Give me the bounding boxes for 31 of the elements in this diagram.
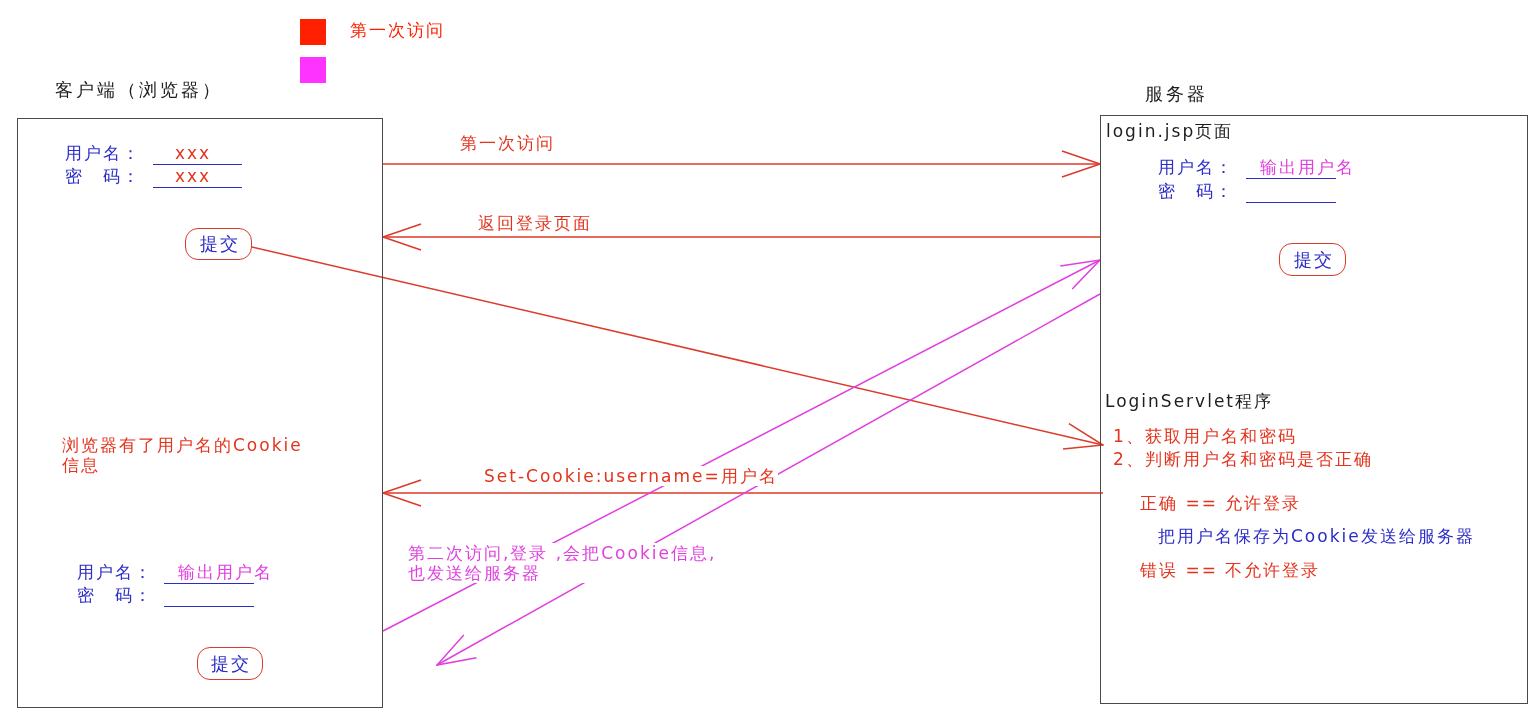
panel-heading: 服务器 — [1145, 84, 1208, 104]
step-text: 2、判断用户名和密码是否正确 — [1113, 449, 1373, 469]
field-value: xxx — [175, 143, 212, 163]
action-text: 把用户名保存为Cookie发送给服务器 — [1158, 526, 1475, 546]
arrow — [251, 246, 1104, 450]
field-label: 密 码： — [1158, 181, 1234, 201]
field-value: xxx — [175, 166, 212, 186]
edge-label: 返回登录页面 — [478, 213, 592, 233]
edge-label: Set-Cookie:username=用户名 — [484, 466, 778, 486]
field-label: 密 码： — [65, 166, 141, 186]
section-heading: LoginServlet程序 — [1105, 391, 1273, 411]
arrow — [382, 223, 1101, 251]
field-label: 用户名： — [77, 562, 153, 582]
edge-label: 第一次访问 — [460, 133, 555, 153]
field-label: 密 码： — [77, 585, 153, 605]
submit-button: 提交 — [185, 228, 252, 260]
step-text: 1、获取用户名和密码 — [1113, 426, 1297, 446]
submit-button: 提交 — [197, 647, 263, 680]
note-text: 浏览器有了用户名的Cookie信息 — [62, 435, 304, 475]
legend-label: 第一次访问 — [350, 20, 445, 40]
arrow — [382, 150, 1101, 178]
panel-heading: 客户端（浏览器） — [55, 80, 223, 100]
submit-button: 提交 — [1279, 243, 1346, 276]
field-value: 输出用户名 — [178, 562, 273, 582]
rule-text: 正确 == 允许登录 — [1140, 493, 1302, 513]
field-value: 输出用户名 — [1260, 157, 1355, 177]
section-heading: login.jsp页面 — [1106, 121, 1234, 141]
field-label: 用户名： — [1158, 157, 1234, 177]
arrow — [382, 479, 1104, 507]
rule-text: 错误 == 不允许登录 — [1140, 560, 1321, 580]
field-label: 用户名： — [65, 143, 141, 163]
